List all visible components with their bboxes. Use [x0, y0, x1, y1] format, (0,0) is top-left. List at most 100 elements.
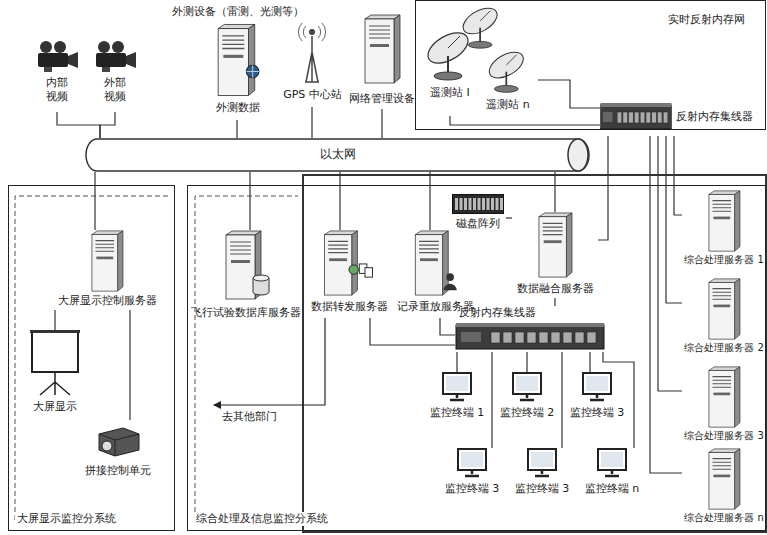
node-label: 网络管理设备: [342, 92, 422, 106]
video-camera-icon: [92, 40, 138, 74]
network-cable: [54, 310, 55, 330]
projection-screen-icon: [28, 330, 82, 396]
node-label: 内部视频: [44, 76, 70, 104]
processing-server-icon: [704, 278, 744, 340]
server: 记录重放服务器: [396, 230, 474, 318]
node-label: 数据转发服务器: [308, 300, 390, 314]
ethernet-bus: 以太网: [85, 138, 590, 172]
node-label: 大屏显示控制服务器: [42, 294, 172, 308]
node-label: 外测数据: [200, 101, 275, 115]
disk-array-icon: [452, 194, 504, 214]
network-cable: [450, 116, 600, 125]
server: 数据转发服务器: [308, 230, 390, 318]
network-cable: [554, 172, 555, 212]
node-label: 综合处理服务器 1: [682, 254, 766, 267]
server-icon: [412, 230, 460, 296]
processing-server: 综合处理服务器 1: [682, 190, 766, 270]
network-cable: [440, 318, 455, 335]
server-icon: [320, 230, 376, 296]
dashed-bracket: [195, 196, 298, 520]
node-label: 磁盘阵列: [450, 217, 506, 231]
note-label: 去其他部门: [222, 410, 277, 424]
database-server: 飞行试验数据库服务器: [190, 230, 302, 325]
node-label: 监控终端 n: [583, 482, 641, 496]
server: 大屏显示控制服务器: [42, 230, 172, 310]
network-cable: [129, 310, 130, 420]
projection-screen: 大屏显示: [20, 330, 90, 418]
subsystem-region: 综合处理及信息监控分系统 飞行试验数据库服务器数据转发服务器记录重放服务器磁盘阵列…: [187, 185, 766, 531]
monitor-terminal-icon: [596, 448, 628, 478]
memory-hub-icon: [600, 102, 672, 132]
node-label: 综合处理服务器 n: [682, 512, 766, 525]
network-cable: [554, 298, 555, 306]
server-icon: [362, 12, 402, 86]
monitor-terminal: 监控终端 1: [428, 372, 486, 422]
network-cable: [381, 109, 382, 138]
inner-region: [303, 175, 766, 532]
gps-antenna: GPS 中心站: [275, 22, 350, 107]
network-cable: [491, 352, 492, 448]
projector-icon: [93, 420, 143, 460]
network-cable: [506, 217, 512, 218]
node-label: 遥测站 n: [483, 98, 533, 112]
processing-server: 综合处理服务器 n: [682, 448, 766, 528]
monitor-terminal: 监控终端 3: [513, 448, 571, 498]
region-label: 综合处理及信息监控分系统: [194, 512, 330, 526]
network-cable: [589, 352, 590, 372]
telemetry-dish: 遥测站 I: [420, 28, 480, 116]
network-cable: [57, 112, 100, 138]
telemetry-dish-icon: [482, 48, 534, 94]
database-server-icon: [223, 230, 273, 300]
node-label: 监控终端 2: [498, 406, 556, 420]
monitor-terminal-icon: [456, 448, 488, 478]
server-icon: [535, 212, 575, 278]
region-label: 大屏显示监控分系统: [15, 512, 118, 526]
network-cable: [339, 172, 340, 230]
node-label: 数据融合服务器: [512, 282, 598, 296]
node-label: 监控终端 1: [428, 406, 486, 420]
server: 网络管理设备: [342, 12, 422, 109]
node-label: 遥测站 I: [425, 86, 475, 100]
network-cable: [370, 318, 455, 345]
processing-server-icon: [704, 448, 744, 510]
node-label: GPS 中心站: [275, 88, 350, 102]
network-cable: [603, 352, 634, 448]
network-cable: [526, 352, 527, 372]
node-label: 监控终端 3: [443, 482, 501, 496]
memory-hub: 反射内存集线器: [600, 98, 760, 136]
node-label: 反射内存集线器: [459, 306, 549, 320]
server-icon: [87, 230, 127, 292]
monitor-terminal: 监控终端 3: [443, 448, 501, 498]
node-label: 飞行试验数据库服务器: [190, 306, 302, 319]
node-label: 外部视频: [102, 76, 128, 104]
video-camera-icon: [34, 40, 80, 74]
node-label: 外测设备（雷测、光测等）: [160, 5, 315, 19]
processing-server-icon: [704, 366, 744, 428]
network-cable: [311, 107, 312, 138]
network-cable: [674, 136, 682, 215]
node-label: 综合处理服务器 3: [682, 430, 766, 443]
dashed-bracket: [15, 196, 170, 520]
network-cable: [94, 172, 95, 230]
node-label: 以太网: [85, 147, 590, 162]
server: 外测设备（雷测、光测等） 外测数据: [160, 5, 315, 120]
outgoing-arrow: [214, 318, 325, 405]
network-cable: [249, 172, 250, 230]
node-label: 拼接控制单元: [75, 464, 160, 478]
processing-server: 综合处理服务器 3: [682, 366, 766, 446]
telemetry-dish-icon: [422, 28, 478, 82]
telemetry-dish: 遥测站 n: [478, 48, 538, 118]
monitor-terminal-icon: [511, 372, 543, 402]
network-cable: [666, 136, 682, 303]
node-label: 反射内存集线器: [676, 110, 760, 124]
server-icon: [215, 23, 261, 97]
region-label: 实时反射内存网: [666, 13, 747, 27]
node-label: 监控终端 3: [513, 482, 571, 496]
node-label: 监控终端 3: [568, 406, 626, 420]
network-cable: [538, 80, 600, 108]
processing-server-icon: [704, 190, 744, 252]
processing-server: 综合处理服务器 2: [682, 278, 766, 358]
node-label: 综合处理服务器 2: [682, 342, 766, 355]
gps-antenna-icon: [297, 22, 327, 84]
